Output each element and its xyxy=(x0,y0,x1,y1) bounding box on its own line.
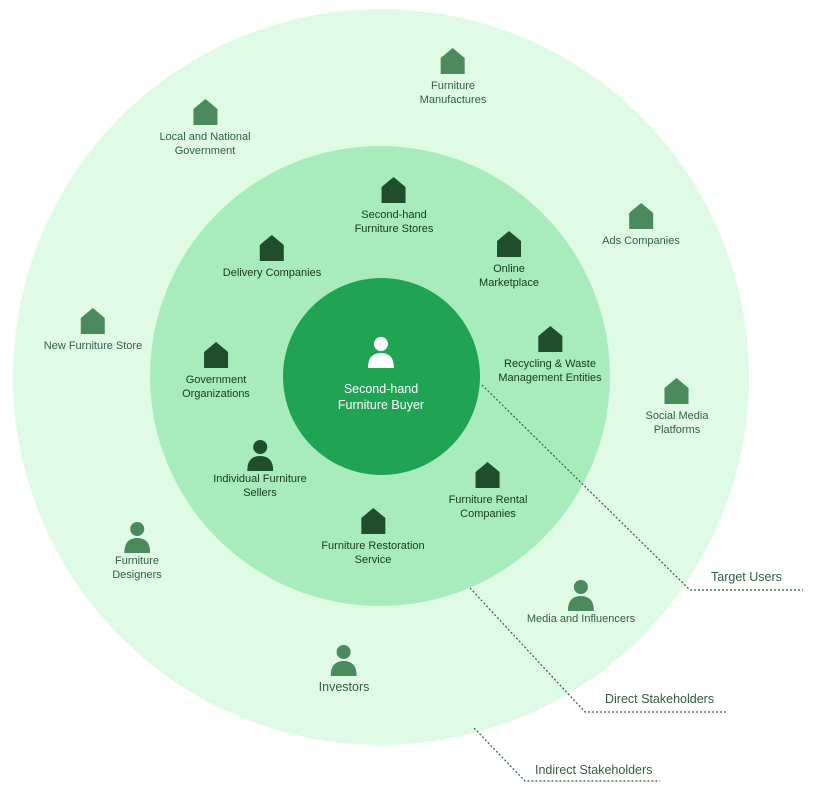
person-icon xyxy=(124,522,150,553)
direct-stakeholder-label: Second-hand Furniture Stores xyxy=(354,209,434,235)
legend-indirect-stakeholders: Indirect Stakeholders xyxy=(535,763,653,777)
indirect-stakeholders-leader xyxy=(473,727,660,782)
direct-stakeholder-label: Recycling & Waste Management Entities xyxy=(498,358,602,384)
house-icon xyxy=(381,176,407,204)
direct-stakeholder-secondhand-stores: Second-hand Furniture Stores xyxy=(354,176,434,236)
legend-target-users: Target Users xyxy=(711,570,782,584)
indirect-stakeholder-new-furniture-store: New Furniture Store xyxy=(44,307,142,353)
direct-stakeholder-label: Individual Furniture Sellers xyxy=(213,473,307,499)
house-icon xyxy=(192,98,218,126)
target-users-leader xyxy=(481,384,803,591)
person-icon xyxy=(331,645,357,676)
house-icon xyxy=(80,307,106,335)
house-icon xyxy=(537,325,563,353)
core-label: Second-hand Furniture Buyer xyxy=(337,382,425,412)
house-icon xyxy=(440,47,466,75)
house-icon xyxy=(664,377,690,405)
direct-stakeholder-recycling: Recycling & Waste Management Entities xyxy=(498,325,602,385)
indirect-stakeholder-label: Furniture Designers xyxy=(112,555,162,581)
indirect-stakeholder-manufactures: Furniture Manufactures xyxy=(419,47,487,107)
direct-stakeholders-leader xyxy=(469,587,726,713)
core-node: Second-hand Furniture Buyer xyxy=(338,336,424,413)
indirect-stakeholder-label: New Furniture Store xyxy=(43,340,143,352)
person-icon xyxy=(247,440,273,471)
direct-stakeholder-label: Online Marketplace xyxy=(479,263,539,289)
indirect-stakeholder-label: Investors xyxy=(318,680,370,694)
indirect-stakeholder-label: Local and National Government xyxy=(159,131,251,157)
house-icon xyxy=(360,507,386,535)
target-users-circle xyxy=(283,278,480,475)
direct-stakeholder-individual-sellers: Individual Furniture Sellers xyxy=(213,440,307,500)
indirect-stakeholder-government: Local and National Government xyxy=(159,98,251,158)
house-icon xyxy=(203,341,229,369)
indirect-stakeholder-designers: Furniture Designers xyxy=(112,522,162,582)
indirect-stakeholder-label: Furniture Manufactures xyxy=(419,80,487,106)
indirect-stakeholder-ads: Ads Companies xyxy=(602,202,680,248)
indirect-stakeholder-label: Social Media Platforms xyxy=(645,410,709,436)
direct-stakeholder-online-marketplace: Online Marketplace xyxy=(479,230,539,290)
direct-stakeholder-label: Furniture Rental Companies xyxy=(448,494,528,520)
legend-direct-stakeholders: Direct Stakeholders xyxy=(605,692,715,706)
direct-stakeholder-government-orgs: Government Organizations xyxy=(182,341,250,401)
house-icon xyxy=(496,230,522,258)
direct-stakeholder-restoration: Furniture Restoration Service xyxy=(321,507,425,567)
direct-stakeholder-label: Government Organizations xyxy=(182,374,250,400)
indirect-stakeholder-media-influencers: Media and Influencers xyxy=(527,580,635,626)
person-icon xyxy=(367,336,395,373)
indirect-stakeholder-social-media: Social Media Platforms xyxy=(645,377,709,437)
direct-stakeholder-label: Delivery Companies xyxy=(222,267,322,279)
direct-stakeholder-label: Furniture Restoration Service xyxy=(321,540,425,566)
person-icon xyxy=(567,580,594,611)
indirect-stakeholder-investors: Investors xyxy=(318,645,370,694)
house-icon xyxy=(259,234,285,262)
direct-stakeholder-rental: Furniture Rental Companies xyxy=(448,461,528,521)
house-icon xyxy=(475,461,501,489)
direct-stakeholder-delivery: Delivery Companies xyxy=(223,234,321,280)
house-icon xyxy=(628,202,654,230)
indirect-stakeholder-label: Ads Companies xyxy=(602,235,680,247)
indirect-stakeholder-label: Media and Influencers xyxy=(526,613,636,625)
